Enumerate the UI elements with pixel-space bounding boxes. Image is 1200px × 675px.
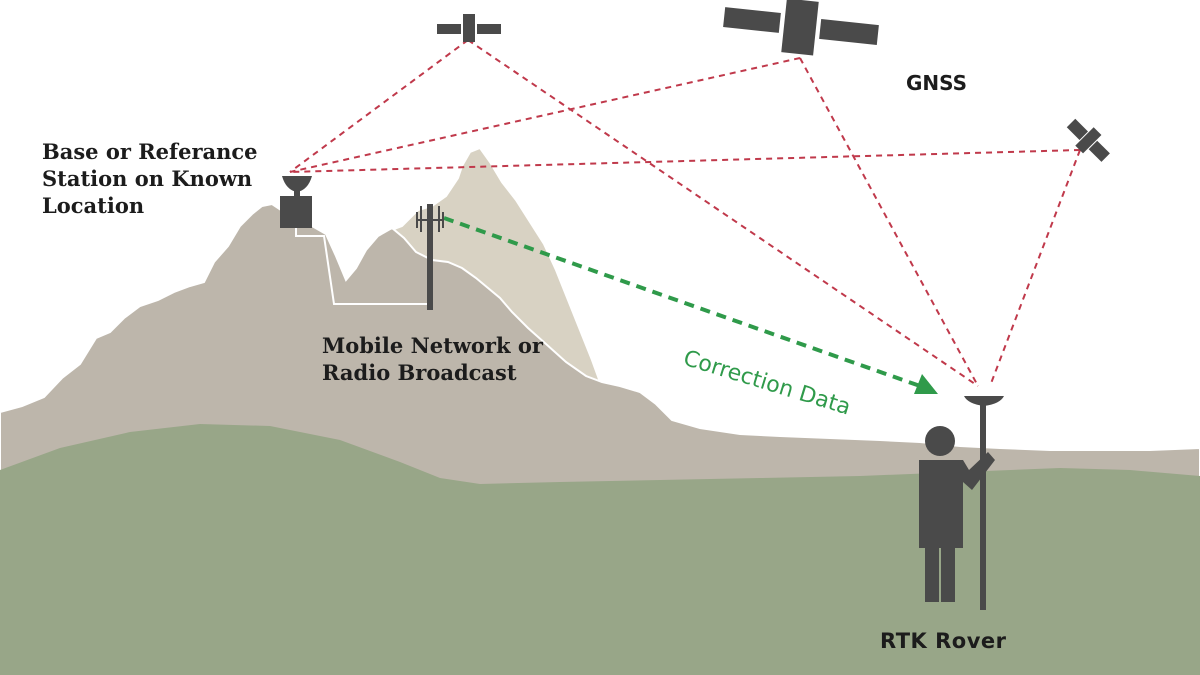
base-station-label-line3: Location — [42, 193, 145, 218]
signal-sat1-to-rover — [467, 39, 979, 387]
gnss-signal-lines — [289, 39, 1081, 387]
gnss-label: GNSS — [906, 71, 968, 95]
signal-sat2-to-rover — [799, 57, 979, 387]
mobile-network-label-line2: Radio Broadcast — [322, 360, 517, 385]
mobile-network-label-line1: Mobile Network or — [322, 333, 543, 358]
base-station-label-line2: Station on Known — [42, 166, 253, 191]
satellite-icon — [437, 14, 501, 42]
correction-arrowhead — [914, 374, 938, 394]
radio-tower-icon — [416, 204, 444, 310]
satellite-icon — [723, 0, 879, 56]
signal-sat3-to-rover — [989, 149, 1081, 387]
base-station-label-line1: Base or Referance — [42, 139, 258, 164]
mobile-network-label: Mobile Network or Radio Broadcast — [322, 332, 543, 386]
base-station-label: Base or Referance Station on Known Locat… — [42, 138, 258, 219]
rtk-rover-label: RTK Rover — [880, 629, 1007, 653]
signal-sat1-to-base — [289, 39, 469, 173]
base-station-icon — [280, 176, 312, 228]
surveyor-with-gnss-pole-icon — [919, 396, 1004, 610]
satellite-icon — [1066, 118, 1110, 162]
green-ground — [0, 424, 1200, 675]
